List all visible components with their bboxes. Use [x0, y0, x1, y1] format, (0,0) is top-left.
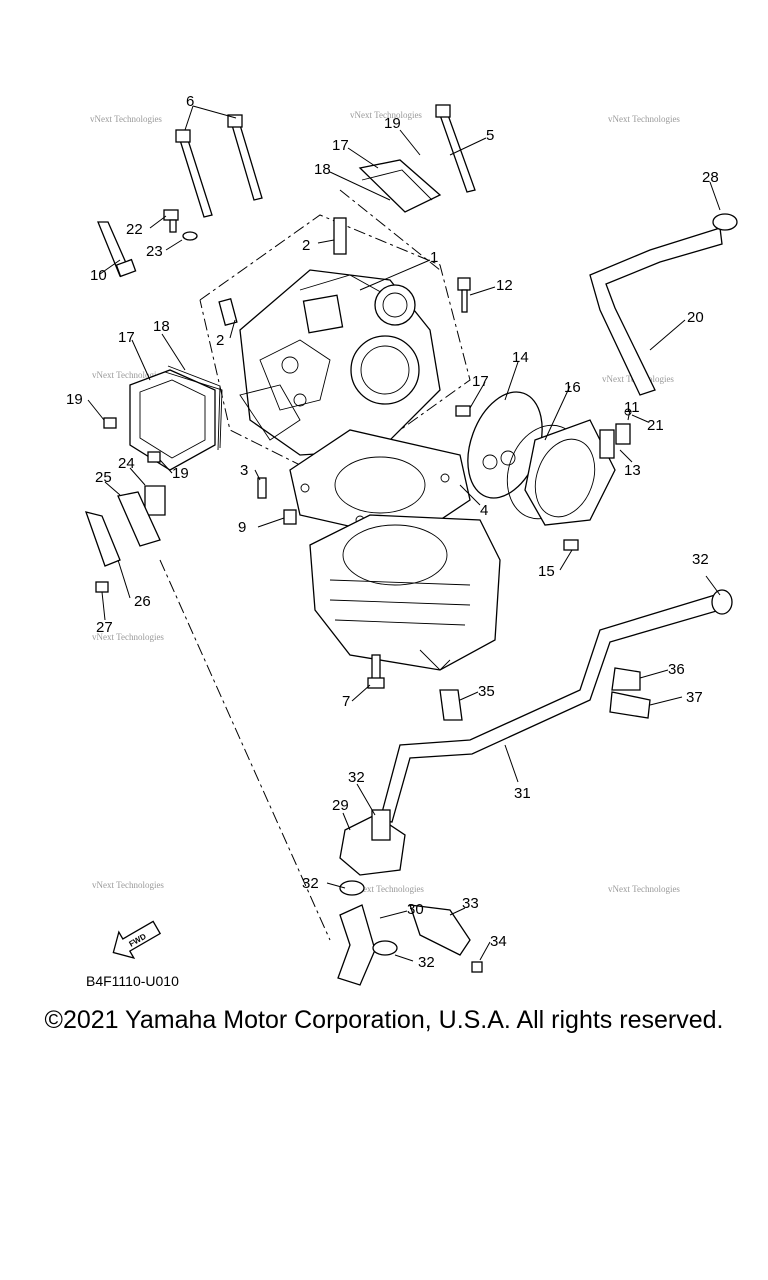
callout-23: 23: [146, 243, 163, 260]
callout-labels: 6 5 19 17 18 28 22 23 2 1 10 12 20 17 18…: [66, 93, 719, 971]
callout-17: 17: [332, 137, 349, 154]
callout-36: 36: [668, 661, 685, 678]
callout-9: 10: [90, 267, 107, 284]
watermark: vNext Technologies: [90, 114, 162, 124]
callout-37: 37: [686, 689, 703, 706]
callout-14: 16: [564, 379, 581, 396]
callout-31: 31: [514, 785, 531, 802]
callout-11: 11: [624, 399, 640, 416]
callout-22: 22: [126, 221, 143, 238]
callout-35: 35: [478, 683, 495, 700]
long-hose: [379, 589, 733, 823]
callout-24: 24: [118, 455, 135, 472]
watermark: vNext Technologies: [352, 884, 424, 894]
callout-19-left: 19: [66, 391, 83, 408]
callout-28: 28: [702, 169, 719, 186]
callout-27: 27: [96, 619, 113, 636]
callout-32-mid: 32: [348, 769, 365, 786]
spark-plug: [97, 221, 137, 278]
head-cover: [129, 369, 223, 471]
copyright-notice: ©2021 Yamaha Motor Corporation, U.S.A. A…: [44, 1006, 724, 1034]
callout-17-left: 17: [118, 329, 135, 346]
callout-2: 2: [302, 237, 310, 254]
watermark: vNext Technologies: [608, 114, 680, 124]
callout-32-low: 32: [302, 875, 319, 892]
top-cover: [358, 159, 442, 213]
watermark: vNext Technologies: [92, 632, 164, 642]
cylinder-head: [239, 269, 441, 456]
diagram-code: B4F1110-U010: [86, 973, 179, 989]
callout-21: 21: [647, 417, 664, 434]
watermark: vNext Technologies: [92, 880, 164, 890]
callout-29: 29: [332, 797, 349, 814]
callout-5: 5: [486, 127, 494, 144]
cylinder-block: [309, 514, 501, 671]
callout-18-left: 18: [153, 318, 170, 335]
callout-3: 3: [240, 462, 248, 479]
callout-18: 18: [314, 161, 331, 178]
callout-8: 12: [496, 277, 513, 294]
leader-lines: [87, 105, 721, 962]
callout-34: 34: [490, 933, 507, 950]
callout-33: 33: [462, 895, 479, 912]
head-gasket: [289, 429, 471, 541]
callout-30: 30: [407, 901, 424, 918]
callout-1: 1: [430, 249, 438, 266]
small-bolts: [95, 209, 579, 689]
assembly-outlines: [159, 189, 471, 941]
hose-clamps: [439, 667, 651, 721]
callout-10: 9: [238, 519, 246, 536]
callout-13: 13: [624, 462, 641, 479]
fwd-arrow-icon: FWD: [112, 920, 162, 960]
head-bolts: [175, 104, 476, 218]
callout-16: 15: [538, 563, 555, 580]
callout-6: 6: [186, 93, 194, 110]
callout-32-bottom: 32: [418, 954, 435, 971]
callout-32-top: 32: [692, 551, 709, 568]
watermark: vNext Technologies: [92, 370, 164, 380]
left-parts: [84, 485, 166, 567]
callout-2-left: 2: [216, 332, 224, 349]
callout-7: 7: [342, 693, 350, 710]
watermark: vNext Technologies: [350, 110, 422, 120]
dowel-pins: [218, 217, 347, 326]
callout-19: 19: [384, 115, 401, 132]
callout-4: 4: [480, 502, 488, 519]
air-valve: [337, 809, 483, 986]
callout-12: 14: [512, 349, 529, 366]
callout-15: 17: [472, 373, 489, 390]
callout-25: 25: [95, 469, 112, 486]
callout-20: 20: [687, 309, 704, 326]
intake-assembly: [467, 391, 632, 526]
callout-19-mid: 19: [172, 465, 189, 482]
breather-hose: [589, 213, 738, 396]
callout-26: 26: [134, 593, 151, 610]
watermark: vNext Technologies: [608, 884, 680, 894]
cover-gasket: [167, 365, 221, 451]
